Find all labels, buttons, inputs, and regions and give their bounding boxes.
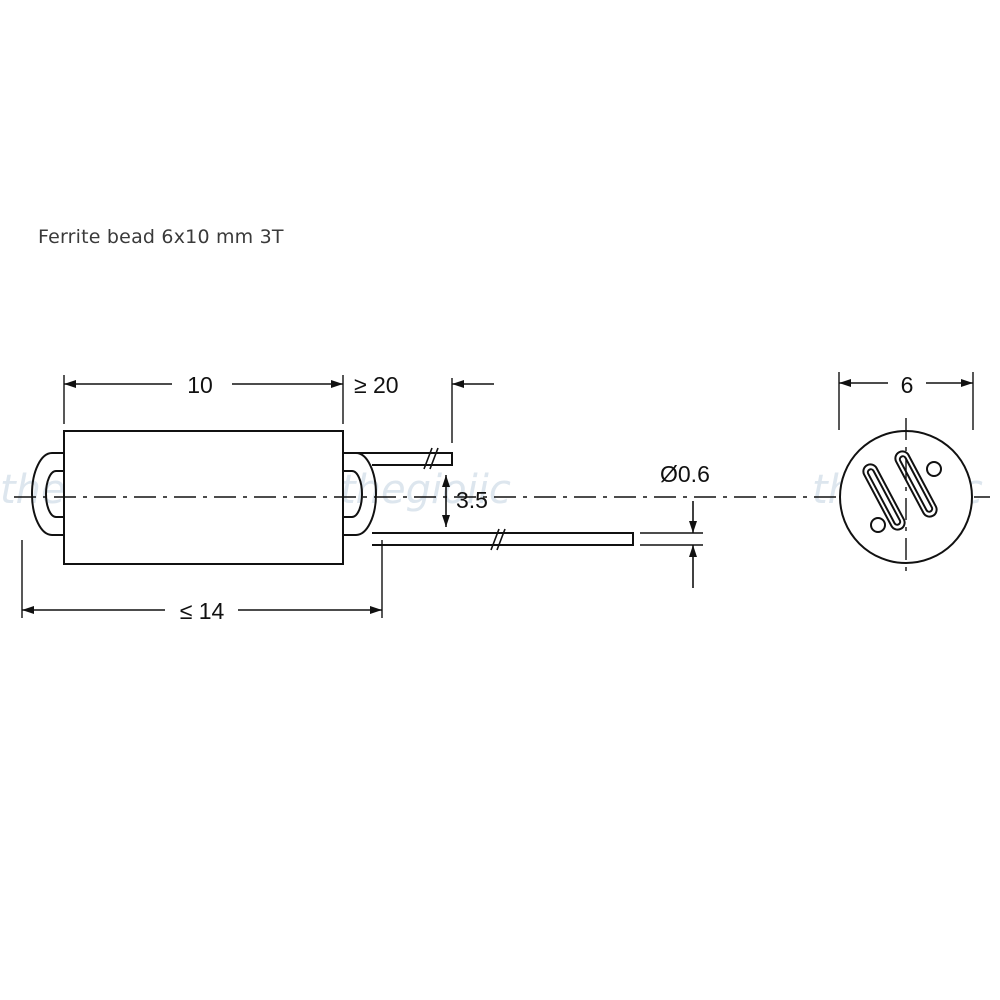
lower-lead — [372, 532, 634, 546]
end-view-wire-slot-right — [894, 450, 938, 518]
dim-text-lead-spacing: 3.5 — [456, 487, 488, 513]
end-view-wire-slot-left — [862, 463, 906, 531]
dim-text-wire-diameter: Ø0.6 — [660, 461, 710, 487]
break-mark-upper — [423, 447, 439, 470]
break-mark-lower — [490, 528, 506, 551]
dim-text-overall-length: ≤ 14 — [180, 598, 225, 624]
watermark-middle: thegioiic — [340, 467, 511, 513]
dim-text-lead-length: ≥ 20 — [354, 372, 399, 398]
dim-text-body-length: 10 — [187, 372, 213, 398]
dim-text-body-diameter: 6 — [901, 372, 914, 398]
right-wire-loop — [343, 452, 377, 536]
end-view-hole-top — [926, 461, 942, 477]
diagram-title: Ferrite bead 6x10 mm 3T — [38, 226, 284, 248]
left-wire-loop — [31, 452, 64, 536]
upper-lead — [356, 452, 453, 466]
end-view-hole-bottom — [870, 517, 886, 533]
